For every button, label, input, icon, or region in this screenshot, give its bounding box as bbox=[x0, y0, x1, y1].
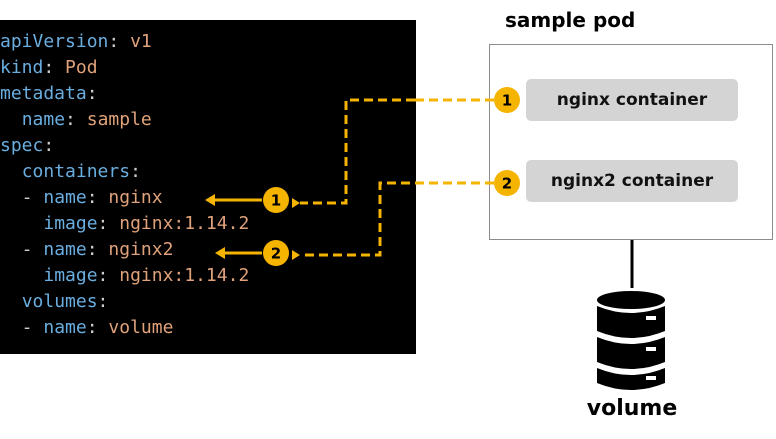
yaml-line-kind: kind: Pod bbox=[0, 57, 98, 78]
connector-2 bbox=[292, 181, 494, 260]
pod-box bbox=[489, 44, 773, 240]
svg-text:1: 1 bbox=[502, 92, 512, 110]
yaml-line-containers: containers: bbox=[21, 161, 141, 182]
yaml-line-container1-name: - name: nginx bbox=[0, 187, 163, 208]
connector-1 bbox=[292, 98, 494, 208]
database-icon bbox=[597, 291, 665, 390]
yaml-line-metadata: metadata: bbox=[0, 83, 98, 104]
yaml-line-apiversion: apiVersion: v1 bbox=[0, 31, 152, 52]
arrow-to-nginx2 bbox=[215, 247, 262, 259]
yaml-line-metadata-name: name: sample bbox=[21, 109, 152, 130]
badge-1-yaml: 1 bbox=[263, 187, 289, 213]
yaml-line-volumes: volumes: bbox=[21, 291, 109, 312]
badge-1-pod: 1 bbox=[494, 87, 520, 113]
volume-label: volume bbox=[586, 396, 678, 421]
badge-2-pod: 2 bbox=[494, 170, 520, 196]
yaml-line-container1-image: image: nginx:1.14.2 bbox=[43, 213, 250, 234]
svg-text:2: 2 bbox=[502, 175, 512, 193]
svg-text:1: 1 bbox=[271, 192, 281, 210]
yaml-line-container2-image: image: nginx:1.14.2 bbox=[43, 265, 250, 286]
yaml-line-container2-name: - name: nginx2 bbox=[0, 239, 174, 260]
yaml-line-spec: spec: bbox=[0, 135, 55, 156]
pod-title: sample pod bbox=[505, 8, 636, 32]
nginx2-container-box: nginx2 container bbox=[526, 160, 738, 202]
badge-2-yaml: 2 bbox=[263, 240, 289, 266]
arrow-to-nginx bbox=[205, 194, 262, 206]
yaml-line-volume-name: - name: volume bbox=[0, 317, 174, 338]
svg-text:2: 2 bbox=[271, 245, 281, 263]
nginx-container-box: nginx container bbox=[526, 79, 738, 121]
